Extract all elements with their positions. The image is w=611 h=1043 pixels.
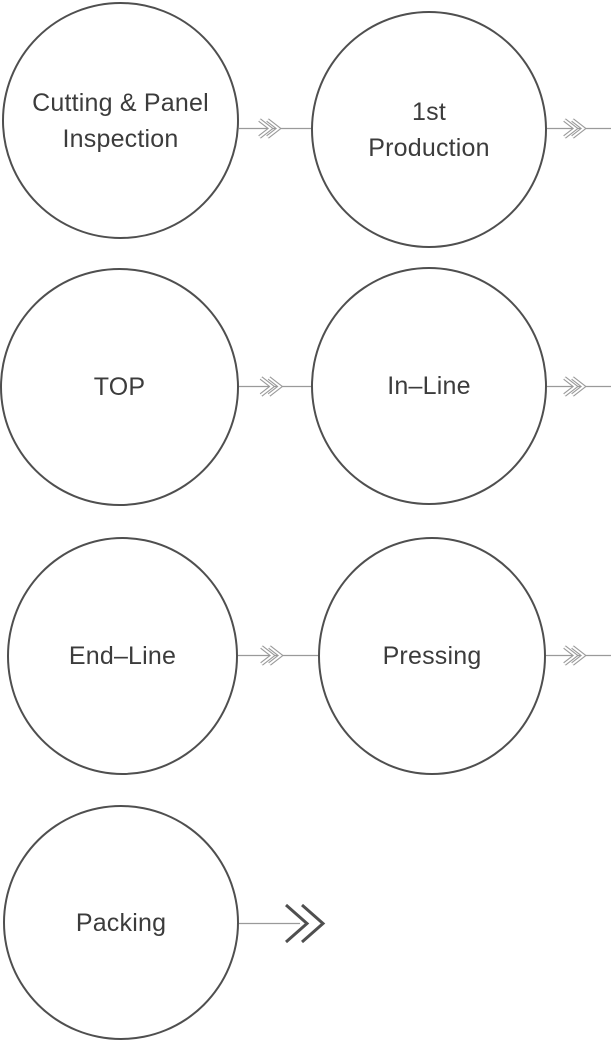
double-chevron-icon xyxy=(563,118,587,139)
process-node-label: TOP xyxy=(93,373,146,401)
process-node-label: Pressing xyxy=(382,642,482,670)
double-chevron-icon xyxy=(259,376,284,397)
process-node-pressing: Pressing xyxy=(318,537,546,775)
flow-arrow-row3-right xyxy=(546,645,611,666)
process-node-label: Packing xyxy=(75,908,167,937)
double-chevron-icon xyxy=(260,645,284,666)
double-chevron-icon xyxy=(258,118,282,139)
flow-arrow-row1-right xyxy=(547,118,611,139)
process-node-in-line: In–Line xyxy=(311,267,547,505)
process-node-packing: Packing xyxy=(3,805,239,1040)
double-chevron-large-icon xyxy=(285,903,326,944)
flow-arrow-row3-mid xyxy=(238,645,318,666)
process-node-1st-production: 1st Production xyxy=(311,11,547,248)
double-chevron-icon xyxy=(563,376,587,397)
process-node-label: Cutting & Panel Inspection xyxy=(32,88,209,153)
process-node-label: End–Line xyxy=(68,642,177,670)
process-node-end-line: End–Line xyxy=(7,537,238,775)
double-chevron-icon xyxy=(563,645,587,666)
process-node-cutting-panel-inspection: Cutting & Panel Inspection xyxy=(2,2,239,239)
process-node-top: TOP xyxy=(0,268,239,506)
process-node-label: In–Line xyxy=(387,372,471,400)
flow-arrow-row2-right xyxy=(546,376,611,397)
flow-arrow-row1-mid xyxy=(239,118,312,139)
flow-arrow-row2-mid xyxy=(238,376,312,397)
process-node-label: 1st Production xyxy=(368,97,490,162)
flow-arrow-row4-end xyxy=(239,903,326,944)
